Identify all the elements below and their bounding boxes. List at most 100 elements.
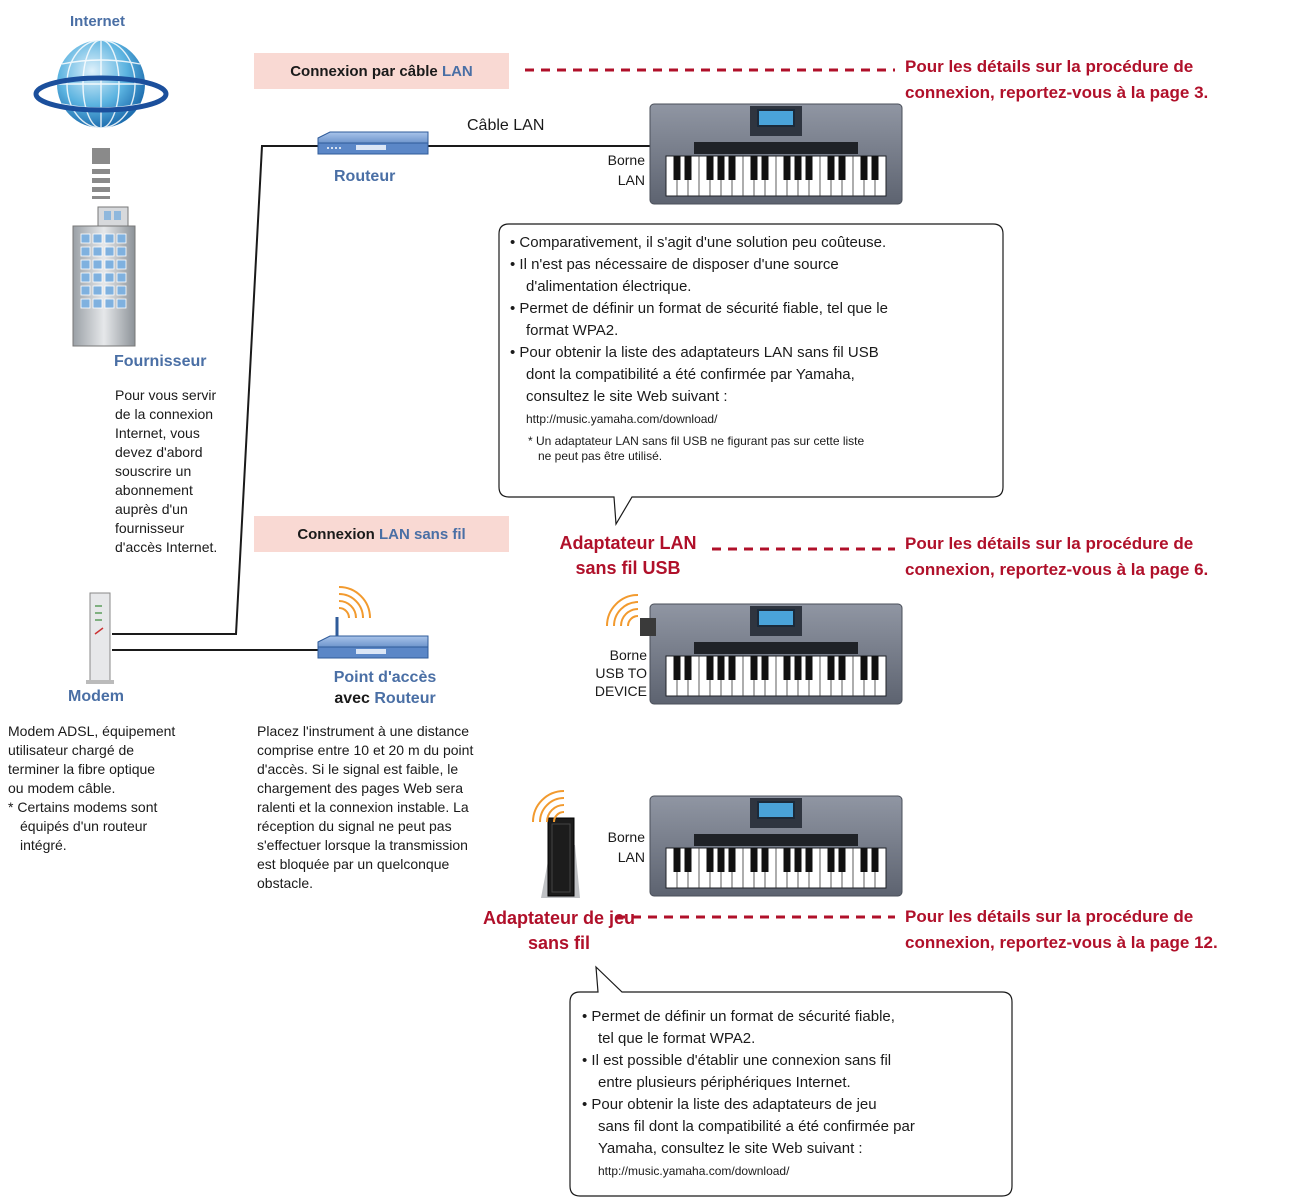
- usb-adapter-label: Adaptateur LAN sans fil USB: [538, 531, 718, 581]
- game-callout-line: • Pour obtenir la liste des adaptateurs …: [582, 1096, 877, 1113]
- game-adapter-icon: [532, 790, 580, 898]
- usb-adapter-label-line-1: Adaptateur LAN: [559, 533, 697, 553]
- usb-callout-line: dont la compatibilité a été confirmée pa…: [526, 366, 855, 383]
- modem-label: Modem: [68, 688, 124, 705]
- game-adapter-label-line-1: Adaptateur de jeu: [482, 908, 636, 928]
- wired-port-label-line-1: Borne: [607, 152, 645, 168]
- wired-details-line-1: Pour les détails sur la procédure de: [905, 57, 1194, 76]
- router-label: Routeur: [334, 168, 396, 185]
- internet-label: Internet: [70, 13, 126, 30]
- ap-desc-line: s'effectuer lorsque la transmission: [257, 837, 468, 853]
- ap-desc-line: réception du signal ne peut pas: [257, 818, 452, 834]
- ap-desc-line: Placez l'instrument à une distance: [257, 723, 470, 739]
- modem-to-router-line: [112, 145, 318, 635]
- wired-port-label-line-2: LAN: [617, 172, 645, 188]
- access-point-label-line-2: avec Routeur: [300, 688, 470, 709]
- game-callout-line: entre plusieurs périphériques Internet.: [598, 1074, 851, 1091]
- lan-cable-label: Câble LAN: [467, 117, 545, 134]
- game-details-line-1: Pour les détails sur la procédure de: [905, 907, 1194, 926]
- game-callout-line: Yamaha, consultez le site Web suivant :: [598, 1140, 863, 1157]
- connection-lines: [112, 145, 650, 651]
- keyboard-wired-icon: [649, 103, 903, 205]
- ap-desc-line: chargement des pages Web sera: [257, 780, 463, 796]
- usb-callout-line: • Permet de définir un format de sécurit…: [510, 300, 888, 317]
- ap-desc-line: comprise entre 10 et 20 m du point: [257, 742, 474, 758]
- wireless-header-prefix: Connexion: [297, 525, 375, 543]
- access-point-label: Point d'accès avec Routeur: [300, 667, 470, 709]
- modem-desc-line: ou modem câble.: [8, 780, 116, 796]
- ap-desc-line: ralenti et la connexion instable. La: [257, 799, 469, 815]
- modem-note-line: intégré.: [20, 837, 67, 853]
- game-port-label-line-1: Borne: [607, 829, 645, 845]
- provider-desc-line: Pour vous servir: [115, 387, 217, 403]
- usb-callout-line: • Comparativement, il s'agit d'une solut…: [510, 234, 887, 251]
- usb-callout-note-2: ne peut pas être utilisé.: [538, 449, 663, 463]
- provider-desc-line: souscrire un: [115, 463, 192, 479]
- game-callout-url[interactable]: http://music.yamaha.com/download/: [598, 1164, 790, 1178]
- game-callout-line: tel que le format WPA2.: [598, 1030, 756, 1047]
- provider-desc-line: fournisseur: [115, 520, 185, 536]
- isp-link-icon: [92, 148, 110, 199]
- game-callout-line: • Il est possible d'établir une connexio…: [582, 1052, 892, 1069]
- usb-adapter-icon: [606, 594, 656, 636]
- modem-icon: [86, 592, 114, 684]
- usb-callout-line: consultez le site Web suivant :: [526, 388, 728, 405]
- game-callout-bubble: [569, 965, 1013, 1197]
- ap-desc-line: est bloquée par un quelconque: [257, 856, 450, 872]
- provider-desc-line: d'accès Internet.: [115, 539, 218, 555]
- wired-details-line-2: connexion, reportez-vous à la page 3.: [905, 83, 1209, 102]
- modem-note-line: équipés d'un routeur: [20, 818, 148, 834]
- wired-port-label: Borne LAN: [585, 150, 645, 190]
- provider-desc-line: devez d'abord: [115, 444, 203, 460]
- access-point-label-accent: Routeur: [374, 690, 436, 707]
- access-point-description: Placez l'instrument à une distance compr…: [257, 722, 473, 893]
- provider-description: Pour vous servir de la connexion Interne…: [115, 386, 217, 557]
- usb-port-label-line-2: USB TO: [595, 665, 647, 681]
- keyboard-game-icon: [649, 795, 903, 897]
- usb-port-label-line-3: DEVICE: [594, 683, 647, 699]
- wired-connection-header: Connexion par câble LAN: [254, 53, 509, 89]
- globe-icon: [33, 39, 169, 129]
- usb-details-line-1: Pour les détails sur la procédure de: [905, 534, 1194, 553]
- usb-callout-note-1: * Un adaptateur LAN sans fil USB ne figu…: [528, 434, 865, 448]
- building-icon: [72, 206, 136, 347]
- router-icon: [317, 131, 429, 155]
- modem-desc-line: Modem ADSL, équipement: [8, 723, 176, 739]
- game-details-text: Pour les détails sur la procédure de con…: [905, 904, 1218, 956]
- game-port-label-line-2: LAN: [617, 849, 645, 865]
- wireless-header-accent: LAN sans fil: [378, 525, 466, 543]
- provider-desc-line: auprès d'un: [115, 501, 188, 517]
- game-callout-text: • Permet de définir un format de sécurit…: [582, 1006, 1002, 1182]
- game-callout-line: • Permet de définir un format de sécurit…: [582, 1008, 895, 1025]
- usb-callout-line: • Il n'est pas nécessaire de disposer d'…: [510, 256, 839, 273]
- game-details-line-2: connexion, reportez-vous à la page 12.: [905, 933, 1218, 952]
- usb-adapter-label-line-2: sans fil USB: [575, 558, 681, 578]
- wired-details-text: Pour les détails sur la procédure de con…: [905, 54, 1208, 106]
- wired-header-prefix: Connexion par câble: [290, 62, 438, 80]
- wired-header-accent: LAN: [441, 62, 473, 80]
- modem-desc-line: terminer la fibre optique: [8, 761, 156, 777]
- usb-details-line-2: connexion, reportez-vous à la page 6.: [905, 560, 1209, 579]
- provider-label: Fournisseur: [114, 353, 207, 370]
- provider-desc-line: abonnement: [115, 482, 193, 498]
- provider-desc-line: Internet, vous: [115, 425, 200, 441]
- usb-callout-text: • Comparativement, il s'agit d'une solut…: [510, 232, 998, 464]
- access-point-icon: [317, 586, 429, 659]
- game-adapter-label-line-2: sans fil: [527, 933, 591, 953]
- game-callout-line: sans fil dont la compatibilité a été con…: [598, 1118, 915, 1135]
- modem-description: Modem ADSL, équipement utilisateur charg…: [8, 722, 175, 855]
- usb-callout-line: format WPA2.: [526, 322, 619, 339]
- ap-desc-line: obstacle.: [257, 875, 314, 891]
- access-point-label-line-1: Point d'accès: [333, 669, 437, 686]
- game-adapter-label: Adaptateur de jeu sans fil: [470, 906, 648, 956]
- usb-callout-bubble: [498, 223, 1004, 526]
- wireless-connection-header: Connexion LAN sans fil: [254, 516, 509, 552]
- usb-callout-line: d'alimentation électrique.: [526, 278, 692, 295]
- game-port-label: Borne LAN: [585, 827, 645, 867]
- provider-desc-line: de la connexion: [115, 406, 214, 422]
- ap-desc-line: d'accès. Si le signal est faible, le: [257, 761, 459, 777]
- modem-note-line: * Certains modems sont: [8, 799, 158, 815]
- usb-callout-url[interactable]: http://music.yamaha.com/download/: [526, 412, 718, 426]
- usb-port-label-line-1: Borne: [609, 647, 647, 663]
